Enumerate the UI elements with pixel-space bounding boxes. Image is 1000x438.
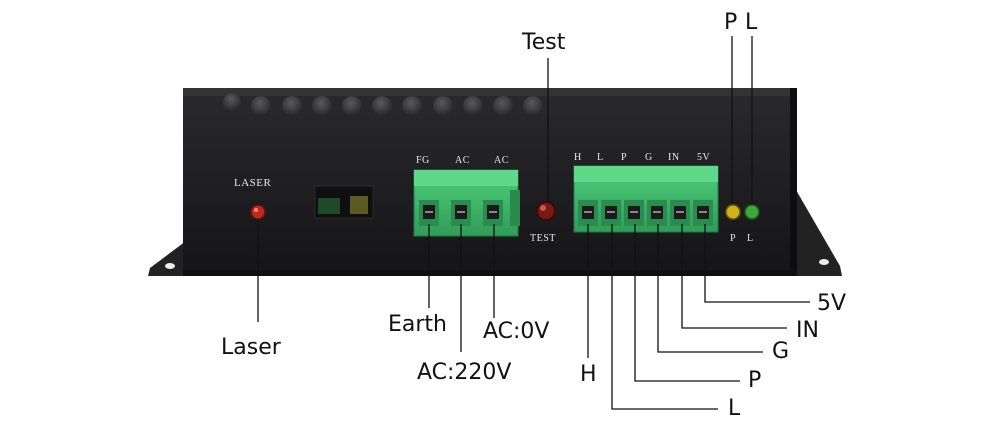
p-terminal-label: P: [621, 152, 628, 163]
ac-terminal-label-1: AC: [455, 155, 470, 166]
ac-terminal-label-2: AC: [494, 155, 509, 166]
ac-220v-callout: AC:220V: [417, 360, 512, 385]
in-terminal-label: IN: [668, 152, 680, 163]
laser-silk-label: LASER: [234, 177, 272, 189]
p-indicator-led: [725, 204, 741, 220]
l-led-silk-label: L: [747, 233, 754, 244]
p-led-callout: P: [724, 10, 738, 35]
left-mounting-flange: [148, 238, 192, 276]
h-callout: H: [580, 362, 597, 387]
ac-0v-callout: AC:0V: [483, 319, 550, 344]
5v-callout: 5V: [817, 291, 847, 316]
callout-leader-lines: [257, 36, 810, 410]
in-callout: IN: [796, 318, 819, 343]
fg-terminal-label: FG: [416, 155, 430, 166]
vent-holes: [223, 93, 543, 116]
test-silk-label: TEST: [530, 233, 556, 244]
l-terminal-label: L: [597, 152, 604, 163]
5v-terminal-label: 5V: [697, 152, 711, 163]
l-indicator-led: [744, 204, 760, 220]
g-callout: G: [772, 339, 790, 364]
earth-callout: Earth: [388, 312, 447, 337]
l-led-callout: L: [745, 10, 758, 35]
l-callout: L: [728, 396, 741, 421]
ac-terminal-block: [413, 169, 520, 237]
test-callout: Test: [522, 30, 566, 55]
g-terminal-label: G: [645, 152, 653, 163]
test-button[interactable]: [536, 201, 556, 221]
laser-callout: Laser: [221, 335, 281, 360]
p-callout: P: [748, 368, 762, 393]
control-terminal-block: [573, 165, 719, 233]
p-led-silk-label: P: [730, 233, 737, 244]
h-terminal-label: H: [574, 152, 582, 163]
laser-indicator-led: [250, 204, 266, 220]
right-mounting-flange: [796, 190, 842, 276]
